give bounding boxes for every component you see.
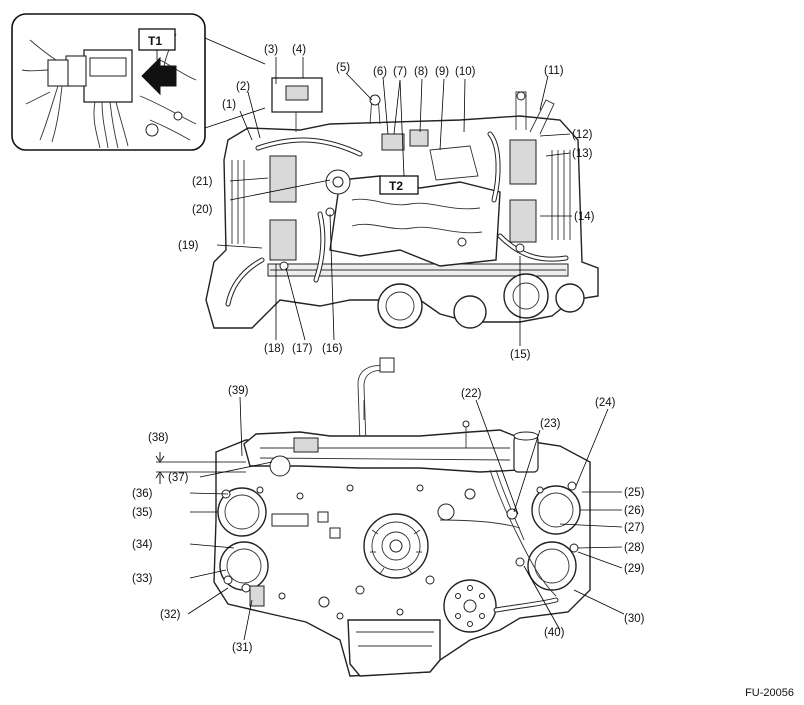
callout-33: (33) xyxy=(132,573,153,585)
figure-id: FU-20056 xyxy=(745,687,794,699)
callout-20: (20) xyxy=(192,204,213,216)
top-view-leaders xyxy=(216,57,572,346)
callout-2: (2) xyxy=(236,81,250,93)
callout-11: (11) xyxy=(544,65,564,77)
callout-23: (23) xyxy=(540,418,561,430)
callout-29: (29) xyxy=(624,563,645,575)
callout-34: (34) xyxy=(132,539,153,551)
callout-10: (10) xyxy=(455,66,476,78)
callout-18: (18) xyxy=(264,343,285,355)
callout-13: (13) xyxy=(572,148,593,160)
callout-8: (8) xyxy=(414,66,428,78)
callout-9: (9) xyxy=(435,66,449,78)
callout-27: (27) xyxy=(624,522,645,534)
callout-15: (15) xyxy=(510,349,531,361)
callout-17: (17) xyxy=(292,343,313,355)
callout-14: (14) xyxy=(574,211,595,223)
callout-21: (21) xyxy=(192,176,213,188)
callout-12: (12) xyxy=(572,129,593,141)
callout-22: (22) xyxy=(461,388,482,400)
inset-label-t1: T1 xyxy=(148,34,162,48)
front-view-leaders xyxy=(187,396,625,641)
callout-40: (40) xyxy=(544,627,565,639)
callout-26: (26) xyxy=(624,505,645,517)
callout-3: (3) xyxy=(264,44,278,56)
callout-36: (36) xyxy=(132,488,153,500)
engine-front-view xyxy=(155,357,591,677)
callout-28: (28) xyxy=(624,542,645,554)
callout-38: (38) xyxy=(148,432,169,444)
callout-37: (37) xyxy=(168,472,189,484)
callout-6: (6) xyxy=(373,66,387,78)
inset-detail xyxy=(11,13,206,151)
callout-16: (16) xyxy=(322,343,343,355)
callout-35: (35) xyxy=(132,507,153,519)
callout-25: (25) xyxy=(624,487,645,499)
callout-4: (4) xyxy=(292,44,306,56)
callout-30: (30) xyxy=(624,613,645,625)
callout-24: (24) xyxy=(595,397,616,409)
callout-labels: (3) (4) (5) (2) (1) (6) (7) (8) (9) (10)… xyxy=(132,44,645,654)
callout-32: (32) xyxy=(160,609,181,621)
callout-19: (19) xyxy=(178,240,199,252)
callout-7: (7) xyxy=(393,66,407,78)
callout-1: (1) xyxy=(222,99,236,111)
callout-39: (39) xyxy=(228,385,249,397)
engine-label-t2: T2 xyxy=(389,179,403,193)
engine-top-view xyxy=(205,77,599,329)
callout-5: (5) xyxy=(336,62,350,74)
callout-31: (31) xyxy=(232,642,253,654)
